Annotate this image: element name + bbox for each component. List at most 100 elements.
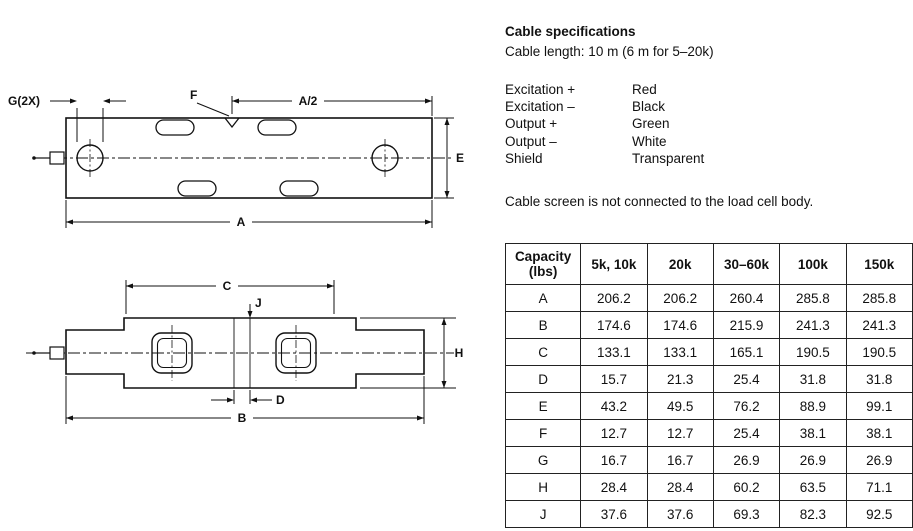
dim-label-g: G(2X) [8,94,40,108]
value-cell: 60.2 [712,473,781,501]
value-cell: 37.6 [580,500,648,528]
top-view-body [32,317,425,389]
cable-length-note: Cable length: 10 m (6 m for 5–20k) [505,44,714,59]
value-cell: 25.4 [712,365,781,393]
value-cell: 174.6 [646,311,714,339]
pocket-slot [155,119,195,136]
table-row: A 206.2 206.2 260.4 285.8 285.8 [504,284,913,312]
cable-tip [32,351,36,355]
value-cell: 206.2 [580,284,648,312]
value-cell: 206.2 [646,284,714,312]
value-cell: 190.5 [845,338,913,366]
header-cell: 150k [845,243,913,285]
value-cell: 38.1 [845,419,913,447]
table-row: J 37.6 37.6 69.3 82.3 92.5 [504,500,913,528]
wire-color: Transparent [632,150,705,166]
dim-label-j: J [255,296,262,310]
dim-name-cell: J [504,500,582,528]
dimensions-table: Capacity (lbs) 5k, 10k 20k 30–60k 100k 1… [504,243,913,528]
value-cell: 190.5 [779,338,847,366]
value-cell: 285.8 [845,284,913,312]
wire-color: White [632,133,667,149]
table-row: H 28.4 28.4 60.2 63.5 71.1 [504,473,913,501]
header-cell: 30–60k [712,243,781,285]
body-outline [65,317,425,389]
value-cell: 28.4 [580,473,648,501]
value-cell: 26.9 [845,446,913,474]
value-cell: 38.1 [779,419,847,447]
value-cell: 21.3 [646,365,714,393]
value-cell: 260.4 [712,284,781,312]
wire-row: Shield Transparent [505,150,907,167]
dim-label-a-half: A/2 [299,94,318,108]
value-cell: 49.5 [646,392,714,420]
center-notch [224,117,240,129]
wire-color: Black [632,99,666,115]
header-cell-capacity: Capacity (lbs) [504,243,582,285]
wire-row: Excitation + Red [505,81,907,98]
value-cell: 285.8 [779,284,847,312]
pocket-right-inner [280,337,312,369]
value-cell: 71.1 [845,473,913,501]
top-view-drawing: C J H D B [26,279,464,425]
value-cell: 241.3 [779,311,847,339]
side-view-body [32,117,433,199]
value-cell: 31.8 [779,365,847,393]
value-cell: 15.7 [580,365,648,393]
value-cell: 92.5 [845,500,913,528]
wire-label: Output – [505,133,557,149]
header-cell: 100k [779,243,847,285]
wire-row: Output + Green [505,115,907,132]
dim-name-cell: A [504,284,582,312]
table-row: D 15.7 21.3 25.4 31.8 31.8 [504,365,913,393]
dim-name-cell: F [504,419,582,447]
value-cell: 82.3 [779,500,847,528]
dim-label-a: A [237,215,246,229]
side-view-drawing: G(2X) F A/2 E A [8,88,464,229]
dim-label-f: F [190,88,197,102]
header-cell: 5k, 10k [580,243,648,285]
dim-name-cell: C [504,338,582,366]
value-cell: 37.6 [646,500,714,528]
pocket-slot [257,119,297,136]
value-cell: 174.6 [580,311,648,339]
value-cell: 88.9 [779,392,847,420]
value-cell: 133.1 [580,338,648,366]
wire-row: Output – White [505,133,907,150]
value-cell: 16.7 [580,446,648,474]
dim-label-d: D [276,393,285,407]
top-view-centerlines [26,325,454,381]
cable-specs-section: Cable specifications Cable length: 10 m … [505,24,907,209]
value-cell: 12.7 [580,419,648,447]
dim-label-c: C [223,279,232,293]
pocket-slot [177,180,217,197]
dim-name-cell: H [504,473,582,501]
value-cell: 12.7 [646,419,714,447]
side-view-dimensions [50,96,454,228]
dim-label-h: H [455,346,464,360]
side-view-labels: G(2X) F A/2 E A [8,88,464,229]
cable-gland [49,151,65,165]
table-row: E 43.2 49.5 76.2 88.9 99.1 [504,392,913,420]
header-cell: 20k [646,243,714,285]
table-header-row: Capacity (lbs) 5k, 10k 20k 30–60k 100k 1… [504,243,913,285]
value-cell: 133.1 [646,338,714,366]
wire-color: Red [632,82,657,97]
value-cell: 16.7 [646,446,714,474]
cable-specs-title: Cable specifications [505,24,636,39]
table-row: B 174.6 174.6 215.9 241.3 241.3 [504,311,913,339]
table-row: G 16.7 16.7 26.9 26.9 26.9 [504,446,913,474]
value-cell: 25.4 [712,419,781,447]
wire-list: Excitation + Red Excitation – Black Outp… [505,81,907,167]
value-cell: 43.2 [580,392,648,420]
top-view-labels: C J H D B [223,279,464,425]
value-cell: 241.3 [845,311,913,339]
top-view-dimensions [65,280,456,424]
value-cell: 26.9 [779,446,847,474]
value-cell: 63.5 [779,473,847,501]
dim-name-cell: E [504,392,582,420]
value-cell: 31.8 [845,365,913,393]
wire-label: Shield [505,150,543,166]
wire-row: Excitation – Black [505,98,907,115]
value-cell: 99.1 [845,392,913,420]
